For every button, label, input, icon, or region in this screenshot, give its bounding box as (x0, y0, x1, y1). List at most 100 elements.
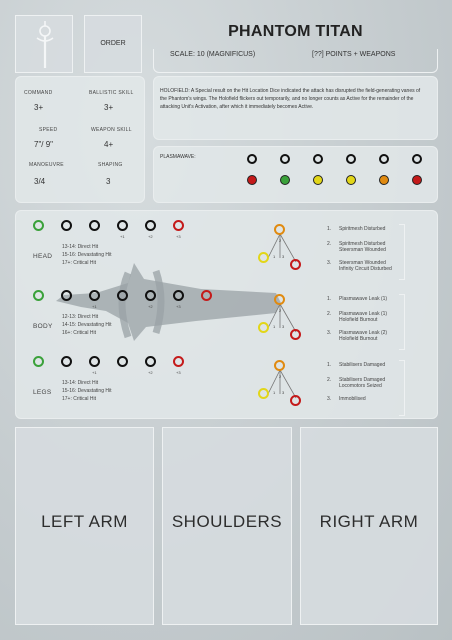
stat-ballistic-value: 3+ (104, 103, 114, 112)
damage-track-box[interactable] (89, 290, 100, 301)
critical-effect-text: Plasmawave Leak (1) (339, 296, 388, 302)
weapon-card[interactable]: LEFT ARM (15, 427, 154, 625)
location-name: BODY (33, 323, 53, 330)
effect-bracket (399, 360, 405, 416)
hit-table-row: 17+: Critical Hit (62, 260, 97, 266)
plasma-dot-bottom[interactable] (412, 175, 422, 185)
critical-effect-number: 2. (327, 241, 332, 247)
damage-track-box[interactable] (145, 356, 156, 367)
track-modifier: +1 (92, 304, 97, 309)
critical-effect-text: Spiritmesh Disturbed (339, 226, 386, 232)
damage-track-box[interactable] (173, 220, 184, 231)
critical-effect-number: 2. (327, 311, 332, 317)
plasmawave-label: PLASMAWAVE: (160, 154, 196, 160)
hit-table-row: 16+: Critical Hit (62, 330, 97, 336)
points-text: [??] POINTS + WEAPONS (312, 51, 396, 58)
damage-track-box[interactable] (145, 290, 156, 301)
damage-track-box[interactable] (33, 356, 44, 367)
critical-effect-number: 2. (327, 377, 332, 383)
critical-effect-text: Immobilised (339, 396, 366, 402)
stat-ballistic-label: BALLISTIC SKILL (89, 90, 134, 96)
plasma-dot-top[interactable] (379, 154, 389, 164)
critical-node-3[interactable] (290, 259, 301, 270)
order-card: ORDER (84, 15, 142, 73)
damage-track-box[interactable] (61, 356, 72, 367)
plasma-dot-top[interactable] (280, 154, 290, 164)
weapon-slot-title: LEFT ARM (41, 512, 128, 531)
critical-tree-diagram (267, 369, 297, 399)
stat-speed-value: 7"/ 9" (34, 140, 54, 149)
plasma-dot-top[interactable] (247, 154, 257, 164)
stat-manoeuvre-value: 3/4 (34, 177, 46, 186)
damage-track-box[interactable] (173, 290, 184, 301)
hit-table-row: 15-16: Devastating Hit (62, 252, 112, 258)
critical-node-3[interactable] (290, 395, 301, 406)
effect-bracket (399, 224, 405, 280)
critical-effect-number: 1. (327, 362, 332, 368)
critical-effect-number: 3. (327, 330, 332, 336)
damage-track-box[interactable] (61, 220, 72, 231)
holofield-panel: HOLOFIELD: A Special result on the Hit L… (153, 76, 438, 140)
stat-command-label: COMMAND (24, 90, 53, 96)
weapon-card[interactable]: SHOULDERS (162, 427, 292, 625)
order-label: ORDER (100, 40, 126, 47)
track-modifier: +3 (176, 304, 181, 309)
hit-table-row: 12-13: Direct Hit (62, 314, 99, 320)
hit-table-row: 17+: Critical Hit (62, 396, 97, 402)
stat-shaping-value: 3 (106, 177, 111, 186)
effect-bracket (399, 294, 405, 350)
track-modifier: +3 (176, 234, 181, 239)
plasma-dot-top[interactable] (412, 154, 422, 164)
track-modifier: +2 (148, 234, 153, 239)
holofield-label: HOLOFIELD: (160, 88, 190, 94)
damage-track-box[interactable] (61, 290, 72, 301)
stat-shaping-label: SHAPING (98, 162, 123, 168)
weapon-slot-title: RIGHT ARM (319, 512, 419, 531)
critical-node-1[interactable] (258, 388, 269, 399)
plasma-dot-bottom[interactable] (379, 175, 389, 185)
critical-effect-text: Plasmawave Leak (1) Holofield Burnout (339, 311, 388, 323)
critical-node-label: 1 (273, 254, 276, 259)
plasma-dot-bottom[interactable] (280, 175, 290, 185)
critical-node-label: 2 (279, 374, 282, 379)
critical-node-2[interactable] (274, 294, 285, 305)
weapon-card[interactable]: RIGHT ARM (300, 427, 438, 625)
track-modifier: +1 (92, 370, 97, 375)
critical-node-label: 1 (273, 390, 276, 395)
weapon-slot-title: SHOULDERS (171, 512, 283, 531)
damage-track-box[interactable] (117, 290, 128, 301)
damage-track-box[interactable] (117, 220, 128, 231)
damage-track-box[interactable] (117, 356, 128, 367)
damage-track-box[interactable] (89, 220, 100, 231)
damage-track-box[interactable] (145, 220, 156, 231)
stat-speed-label: SPEED (39, 127, 58, 133)
critical-node-3[interactable] (290, 329, 301, 340)
critical-node-2[interactable] (274, 360, 285, 371)
critical-node-label: 3 (282, 390, 285, 395)
titan-silhouette-icon (56, 263, 281, 341)
damage-track-box[interactable] (89, 356, 100, 367)
critical-node-1[interactable] (258, 322, 269, 333)
critical-effect-number: 3. (327, 260, 332, 266)
sword-emblem-icon (36, 21, 54, 68)
plasma-dot-bottom[interactable] (313, 175, 323, 185)
damage-track-box[interactable] (33, 220, 44, 231)
plasma-dot-top[interactable] (313, 154, 323, 164)
plasmawave-panel: PLASMAWAVE: (153, 146, 438, 203)
critical-node-2[interactable] (274, 224, 285, 235)
faction-logo-card (15, 15, 73, 73)
hit-table-row: 14-15: Devastating Hit (62, 322, 112, 328)
damage-track-box[interactable] (201, 290, 212, 301)
stat-weaponskill-value: 4+ (104, 140, 114, 149)
plasma-dot-bottom[interactable] (247, 175, 257, 185)
track-modifier: +3 (176, 370, 181, 375)
stat-manoeuvre-label: MANOEUVRE (29, 162, 64, 168)
critical-node-1[interactable] (258, 252, 269, 263)
plasma-dot-bottom[interactable] (346, 175, 356, 185)
damage-track-box[interactable] (173, 356, 184, 367)
stat-weaponskill-label: WEAPON SKILL (91, 127, 132, 133)
damage-track-box[interactable] (33, 290, 44, 301)
location-name: LEGS (33, 389, 52, 396)
critical-effect-text: Spiritmesh Disturbed Steersman Wounded (339, 241, 386, 253)
plasma-dot-top[interactable] (346, 154, 356, 164)
